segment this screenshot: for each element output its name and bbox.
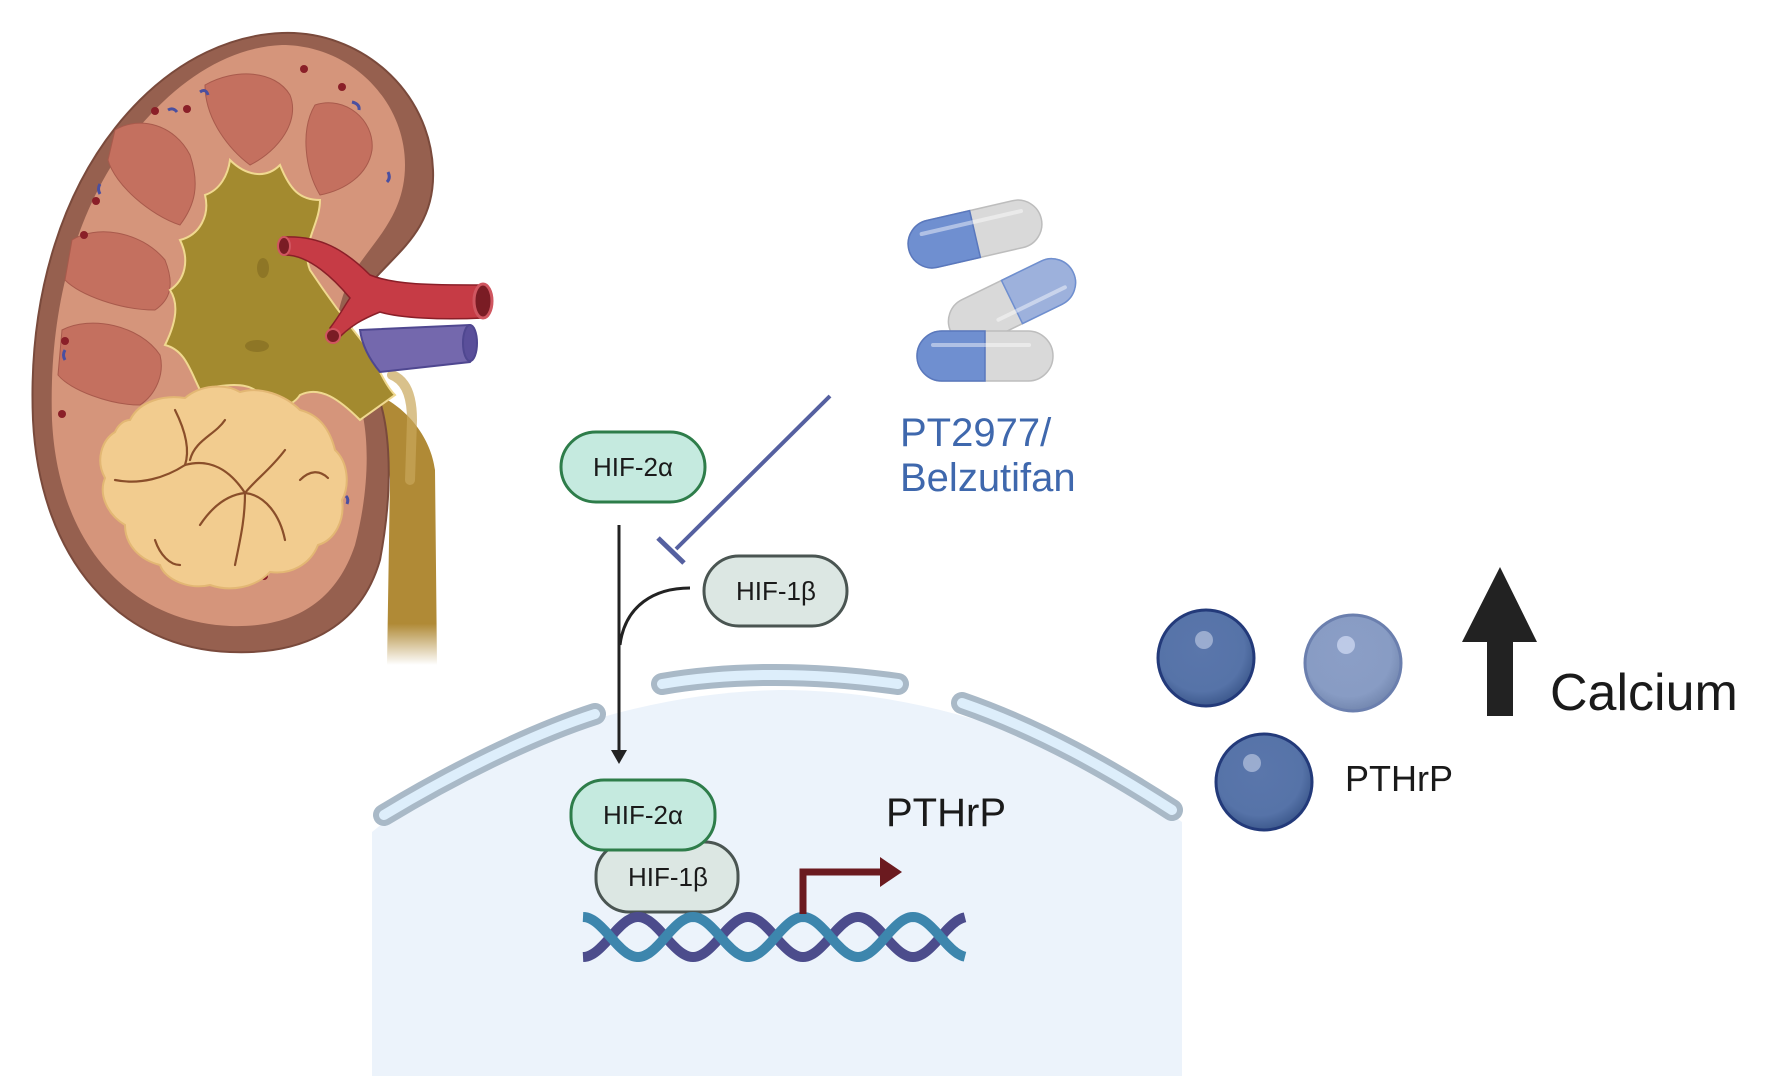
pthrp-molecule	[1303, 613, 1403, 713]
artery-branch-opening	[277, 236, 291, 256]
tumor-fissures	[113, 408, 330, 567]
pthrp-molecule	[1156, 608, 1256, 708]
dna-helix	[582, 911, 967, 963]
drug-name-line2: Belzutifan	[900, 456, 1076, 500]
hif1b-nuclear-label: HIF-1β	[628, 862, 708, 892]
nucleus	[372, 690, 1182, 1076]
pelvis-spot	[245, 340, 269, 352]
hif1b-label: HIF-1β	[736, 576, 816, 606]
artery-branch-opening	[325, 328, 341, 344]
hif2a-nucleus: HIF-2α	[569, 778, 717, 852]
dna-strand	[582, 911, 967, 962]
capsule	[947, 257, 1077, 347]
pthrp-molecule	[1214, 732, 1314, 832]
capsule	[916, 330, 1054, 382]
pthrp-label: PTHrP	[1345, 758, 1453, 799]
renal-artery	[282, 236, 484, 344]
renal-vein	[358, 323, 477, 374]
translocation-arrow-head	[611, 750, 627, 764]
increase-arrow-icon	[1462, 567, 1537, 716]
hif1b-cytoplasm: HIF-1β	[702, 554, 849, 628]
gene-label: PTHrP	[886, 791, 1006, 835]
hif1b-nucleus: HIF-1β	[594, 840, 740, 914]
promoter-arrow	[799, 868, 885, 914]
renal-pyramids	[57, 73, 373, 406]
hif2a-nuclear-label: HIF-2α	[603, 800, 683, 830]
drug-name-line1: PT2977/	[900, 411, 1052, 455]
renal-vein-opening	[462, 324, 478, 362]
dimerization-curve	[618, 586, 691, 646]
artery-opening	[472, 282, 494, 320]
ureter-highlight	[387, 370, 418, 485]
inhibition-bar	[656, 536, 686, 565]
promoter-arrow-head	[880, 857, 902, 887]
drug-capsules	[907, 199, 1077, 382]
inhibition-line	[674, 394, 832, 551]
kidney-illustration	[31, 31, 494, 665]
capsule	[907, 199, 1043, 269]
pelvis-spot	[257, 258, 269, 278]
hif2a-label: HIF-2α	[593, 452, 673, 482]
nuclear-envelope	[373, 663, 1183, 826]
hif2a-cytoplasm: HIF-2α	[559, 430, 707, 504]
calcium-label: Calcium	[1550, 664, 1738, 722]
